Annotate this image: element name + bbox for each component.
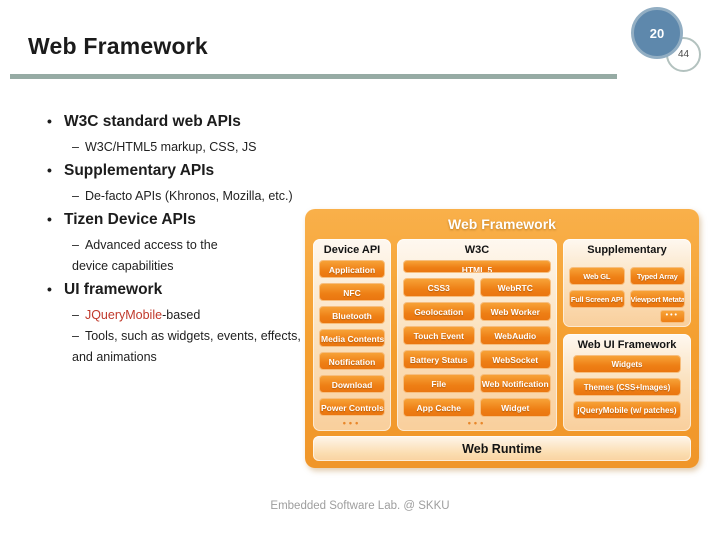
sub-bullet-text: De-facto APIs (Khronos, Mozilla, etc.) (84, 189, 293, 203)
bullet-item: • Supplementary APIs (30, 161, 318, 181)
dash-marker: – (72, 189, 79, 203)
diagram-box: Web GL (569, 266, 625, 285)
page-total: 44 (677, 49, 690, 60)
diagram-title: Web Framework (448, 216, 556, 232)
title-divider (10, 74, 617, 79)
ellipsis-dots: ••• (342, 418, 362, 428)
sub-bullet-text: Tools, such as widgets, events, effects,… (72, 329, 301, 364)
diagram-box: CSS3 (403, 277, 475, 297)
bullet-marker: • (47, 281, 52, 297)
diagram-box: Themes (CSS+Images) (573, 377, 681, 396)
diagram-box: jQueryMobile (w/ patches) (573, 400, 681, 419)
web-framework-diagram: Web Framework Device API Application NFC… (305, 209, 699, 468)
w3c-column: W3C HTML 5 CSS3 WebRTC Geolocation Web W… (397, 239, 557, 431)
bullet-item: • W3C standard web APIs (30, 112, 318, 132)
diagram-box: Touch Event (403, 325, 475, 345)
diagram-box: App Cache (403, 397, 475, 417)
bullet-marker: • (47, 162, 52, 178)
bullet-item: • UI framework (30, 280, 318, 300)
diagram-box: Web Worker (479, 301, 551, 321)
diagram-box: Web Notification (479, 373, 551, 393)
slide-footer: Embedded Software Lab. @ SKKU (270, 500, 450, 512)
diagram-box: Media Contents (319, 328, 385, 348)
dash-marker: – (72, 238, 79, 252)
sub-bullet: –JQueryMobile-based (30, 305, 318, 326)
w3c-heading: W3C (464, 244, 490, 256)
sub-bullet-text: W3C/HTML5 markup, CSS, JS (84, 140, 257, 154)
diagram-box: Geolocation (403, 301, 475, 321)
supplementary-grid: Web GL Typed Array Full Screen API Viewp… (563, 264, 691, 310)
web-ui-framework-heading: Web UI Framework (577, 339, 677, 351)
diagram-box: Typed Array (629, 266, 685, 285)
diagram-box: WebSocket (479, 349, 551, 369)
diagram-box: WebAudio (479, 325, 551, 345)
diagram-box: Power Controls (319, 398, 385, 417)
sub-bullet: –De-facto APIs (Khronos, Mozilla, etc.) (30, 186, 318, 207)
supplementary-heading: Supplementary (587, 244, 667, 256)
dash-marker: – (72, 140, 79, 154)
bullet-label: Supplementary APIs (64, 162, 215, 179)
web-runtime-bar: Web Runtime (313, 436, 691, 461)
sub-bullet-text: -based (162, 308, 201, 322)
diagram-box: Viewport Metatag (629, 289, 685, 308)
diagram-box: Download (319, 375, 385, 394)
diagram-box: Widgets (573, 354, 681, 373)
diagram-box: Full Screen API (569, 289, 625, 308)
bullet-label: W3C standard web APIs (64, 113, 241, 130)
bullet-label: Tizen Device APIs (64, 211, 196, 228)
jquerymobile-text: JQueryMobile (84, 308, 163, 322)
sub-bullet-text: Advanced access to the device capabiliti… (72, 238, 218, 273)
device-api-column: Device API Application NFC Bluetooth Med… (313, 239, 391, 431)
page-title: Web Framework (28, 33, 208, 59)
diagram-columns: Device API Application NFC Bluetooth Med… (305, 239, 699, 431)
diagram-box: File (403, 373, 475, 393)
supplementary-panel: Supplementary Web GL Typed Array Full Sc… (563, 239, 691, 327)
diagram-box: WebRTC (479, 277, 551, 297)
diagram-box: HTML 5 (403, 259, 551, 273)
w3c-grid: CSS3 WebRTC Geolocation Web Worker Touch… (397, 275, 557, 419)
bullet-label: UI framework (64, 281, 163, 298)
bullet-marker: • (47, 211, 52, 227)
sub-bullet: –Tools, such as widgets, events, effects… (30, 326, 310, 368)
diagram-box: Widget (479, 397, 551, 417)
dash-marker: – (72, 329, 79, 343)
ellipsis-dots: ••• (659, 310, 685, 323)
right-column: Supplementary Web GL Typed Array Full Sc… (563, 239, 691, 431)
dash-marker: – (72, 308, 79, 322)
bullet-marker: • (47, 113, 52, 129)
device-api-heading: Device API (323, 244, 381, 256)
bullet-list: • W3C standard web APIs –W3C/HTML5 marku… (30, 112, 318, 368)
bullet-item: • Tizen Device APIs (30, 210, 318, 230)
ellipsis-dots: ••• (467, 418, 487, 428)
page-number: 20 (649, 25, 665, 41)
diagram-box: NFC (319, 282, 385, 301)
diagram-box: Notification (319, 352, 385, 371)
sub-bullet: –Advanced access to the device capabilit… (30, 235, 250, 277)
diagram-box: Application (319, 259, 385, 278)
diagram-box: Bluetooth (319, 305, 385, 324)
page-number-badge: 20 (631, 7, 683, 59)
web-ui-framework-panel: Web UI Framework Widgets Themes (CSS+Ima… (563, 334, 691, 431)
diagram-box: Battery Status (403, 349, 475, 369)
sub-bullet: –W3C/HTML5 markup, CSS, JS (30, 137, 318, 158)
